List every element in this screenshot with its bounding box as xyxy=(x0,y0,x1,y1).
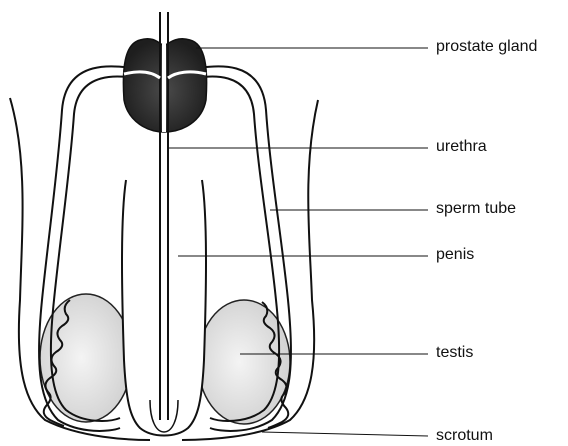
label-scrotum: scrotum xyxy=(436,428,493,444)
leader-line-scrotum xyxy=(262,432,428,436)
testis-right xyxy=(198,300,290,424)
penis-outline xyxy=(122,180,206,436)
testis-left xyxy=(40,294,132,422)
label-testis: testis xyxy=(436,345,473,361)
label-sperm-tube: sperm tube xyxy=(436,201,516,217)
label-urethra: urethra xyxy=(436,139,487,155)
label-penis: penis xyxy=(436,247,474,263)
label-prostate-gland: prostate gland xyxy=(436,39,537,55)
